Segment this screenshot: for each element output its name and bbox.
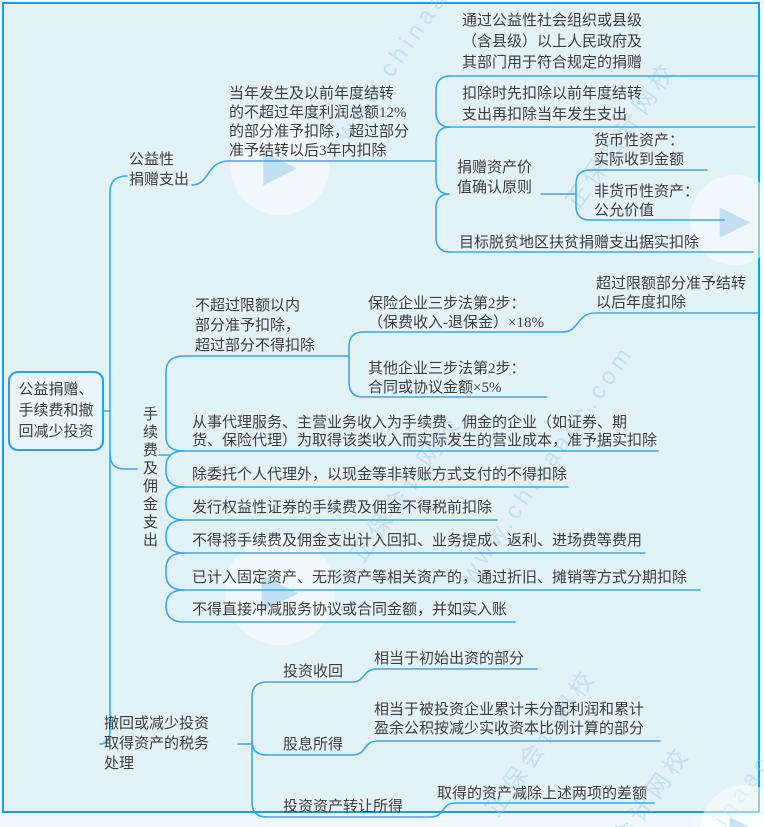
branch-label-donation: 公益性 捐赠支出 [129, 152, 190, 188]
node-insurance-carryover: 超过限额部分准予结转 以后年度扣除 [596, 276, 747, 311]
root-topic: 公益捐赠、 手续费和撤 回减少投资 [8, 371, 104, 451]
node-donation-valuation: 捐赠资产价 值确认原则 [457, 160, 533, 196]
node-dividend-note: 相当于被投资企业累计未分配利润和累计 盈余公积按减少实收资本比例计算的部分 [374, 702, 645, 737]
node-agency-cost: 从事代理服务、主营业务收入为手续费、佣金的企业（如证券、期 货、保险代理）为取得… [192, 415, 658, 449]
node-offset-contract: 不得直接冲减服务协议或合同金额，并如实入账 [192, 602, 508, 618]
node-cash-payment: 除委托个人代理外，以现金等非转账方式支付的不得扣除 [192, 467, 568, 483]
node-donation-order: 扣除时先扣除以前年度结转 支出再扣除当年发生支出 [462, 86, 643, 123]
node-commission-limit: 不超过限额以内 部分准予扣除， 超过部分不得扣除 [195, 298, 316, 354]
node-poverty-donation: 目标脱贫地区扶贫捐赠支出据实扣除 [459, 235, 700, 251]
node-insurance-step2: 保险企业三步法第2步： （保费收入-退保金）×18% [368, 296, 544, 331]
node-transfer-note: 取得的资产减除上述两项的差额 [437, 786, 648, 802]
node-capitalized-deduction: 已计入固定资产、无形资产等相关资产的，通过折旧、摊销等方式分期扣除 [192, 570, 688, 586]
node-other-step2: 其他企业三步法第2步： 合同或协议金额×5% [368, 361, 526, 396]
node-donation-via: 通过公益性社会组织或县级 （含县级）以上人民政府及 其部门用于符合规定的捐赠 [462, 13, 643, 71]
node-dividend-income: 股息所得 [283, 737, 344, 753]
node-equity-securities: 发行权益性证券的手续费及佣金不得税前扣除 [192, 500, 493, 516]
branch-label-commission: 手续费及佣金支出 [141, 406, 157, 550]
node-monetary-asset: 货币性资产： 实际收到金额 [594, 133, 685, 168]
node-transfer-income: 投资资产转让所得 [283, 799, 404, 815]
branch-label-withdraw: 撤回或减少投资 取得资产的税务 处理 [104, 716, 210, 772]
node-donation-rule: 当年发生及以前年度结转 的不超过年度利润总额12% 的部分准予扣除，超过部分 准… [229, 86, 410, 159]
node-nonmonetary-asset: 非货币性资产： 公允价值 [594, 184, 700, 219]
node-rebate-expense: 不得将手续费及佣金支出计入回扣、业务提成、返利、进场费等费用 [192, 533, 643, 549]
watermark-logo-circle: ▶ [225, 535, 335, 645]
node-investment-recovery: 投资收回 [283, 664, 344, 680]
node-recovery-note: 相当于初始出资的部分 [374, 651, 525, 667]
